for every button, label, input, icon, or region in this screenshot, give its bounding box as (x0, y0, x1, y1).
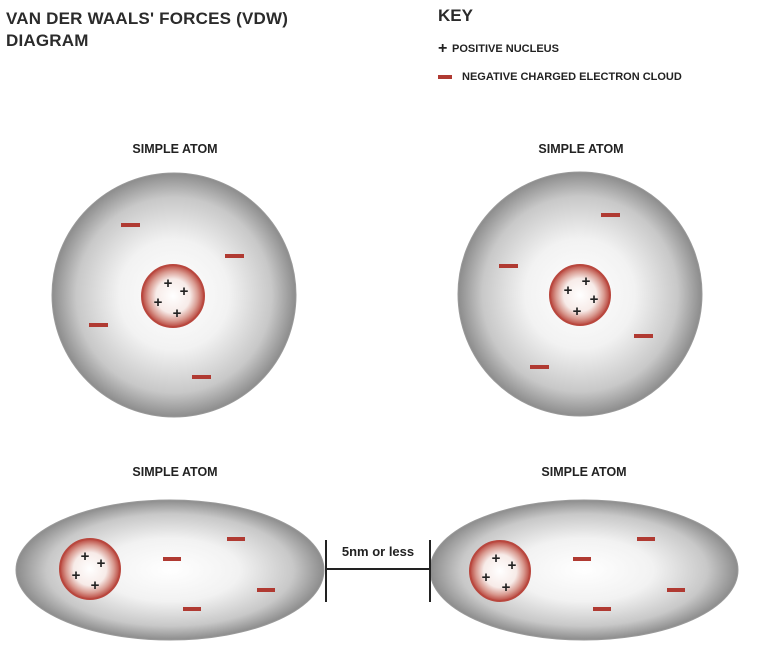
key-negative-label: NEGATIVE CHARGED ELECTRON CLOUD (462, 71, 682, 83)
plus-icon: + (97, 555, 106, 572)
nucleus: + + + + (549, 264, 611, 326)
title-line-2: DIAGRAM (6, 31, 89, 50)
plus-icon: + (180, 283, 189, 300)
atom-label-4: SIMPLE ATOM (541, 465, 627, 479)
electron (601, 213, 620, 217)
plus-icon: + (582, 273, 591, 290)
plus-icon: + (164, 275, 173, 292)
electron (89, 323, 108, 327)
plus-icon: + (508, 557, 517, 574)
atom-2: + + + + (457, 171, 703, 417)
key-title: KEY (438, 6, 473, 25)
atom-label-2: SIMPLE ATOM (538, 142, 624, 156)
plus-icon: + (502, 579, 511, 596)
diagram-title: VAN DER WAALS' FORCES (VDW) DIAGRAM (6, 8, 288, 52)
electron (121, 223, 140, 227)
atom-1: + + + + (51, 172, 297, 418)
electron (225, 254, 244, 258)
nucleus: + + + + (59, 538, 121, 600)
distance-marker: 5nm or less (325, 540, 431, 602)
distance-label: 5nm or less (342, 544, 414, 559)
nucleus: + + + + (141, 264, 205, 328)
electron (530, 365, 549, 369)
plus-icon: + (154, 294, 163, 311)
minus-icon (438, 75, 452, 79)
electron (667, 588, 685, 592)
atom-3: + + + + (15, 499, 325, 641)
plus-icon: + (573, 303, 582, 320)
key-negative: NEGATIVE CHARGED ELECTRON CLOUD (438, 71, 682, 83)
plus-icon: + (438, 40, 448, 57)
plus-icon: + (72, 567, 81, 584)
electron (192, 375, 211, 379)
atom-label-1: SIMPLE ATOM (132, 142, 218, 156)
key-positive: + POSITIVE NUCLEUS (438, 40, 559, 58)
atom-label-3: SIMPLE ATOM (132, 465, 218, 479)
plus-icon: + (173, 305, 182, 322)
electron (227, 537, 245, 541)
plus-icon: + (492, 550, 501, 567)
electron (257, 588, 275, 592)
electron (573, 557, 591, 561)
title-line-1: VAN DER WAALS' FORCES (VDW) (6, 9, 289, 28)
plus-icon: + (81, 548, 90, 565)
electron (634, 334, 653, 338)
electron-cloud (15, 499, 325, 641)
electron (163, 557, 181, 561)
plus-icon: + (590, 291, 599, 308)
plus-icon: + (564, 282, 573, 299)
atom-4: + + + + (429, 499, 739, 641)
nucleus: + + + + (469, 540, 531, 602)
electron (183, 607, 201, 611)
electron (499, 264, 518, 268)
electron (593, 607, 611, 611)
plus-icon: + (482, 569, 491, 586)
key-positive-label: POSITIVE NUCLEUS (452, 43, 559, 55)
electron (637, 537, 655, 541)
plus-icon: + (91, 577, 100, 594)
